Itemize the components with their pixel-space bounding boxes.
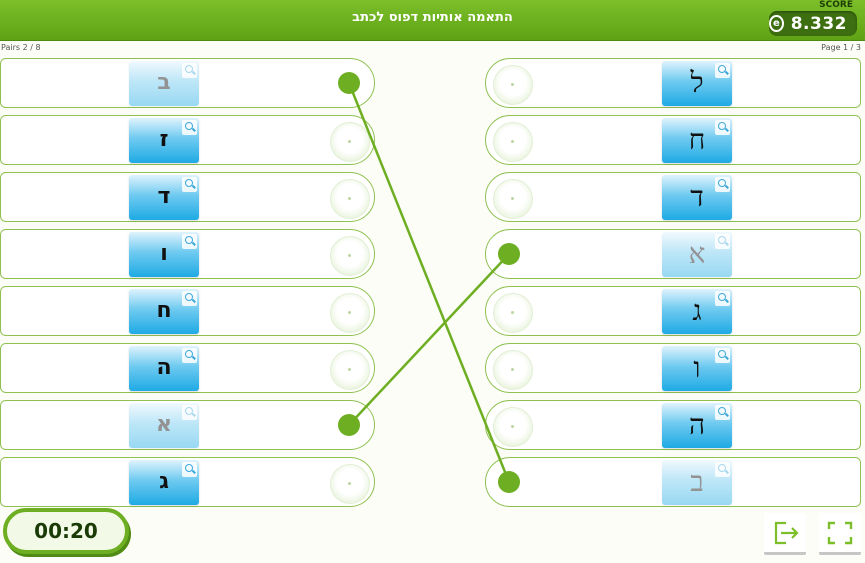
score-label: SCORE	[819, 0, 853, 10]
fullscreen-button[interactable]	[819, 513, 861, 555]
connection-line	[348, 253, 510, 426]
magnify-icon[interactable]	[715, 177, 730, 192]
left-card[interactable]: ו	[0, 229, 375, 279]
letter: ד	[157, 184, 171, 209]
right-card[interactable]: ג	[485, 286, 861, 336]
connector-slot[interactable]	[493, 350, 533, 390]
left-card[interactable]: ד	[0, 172, 375, 222]
letter: ה	[156, 355, 172, 380]
exit-icon	[774, 521, 799, 545]
letter: א	[155, 412, 173, 437]
letter-tile[interactable]: ד	[129, 175, 199, 220]
letter: ח	[688, 123, 706, 156]
score-value: 8.332	[790, 13, 847, 34]
connector-dot	[338, 72, 360, 94]
connector-slot[interactable]	[493, 293, 533, 333]
connector-slot[interactable]	[493, 122, 533, 162]
page-title: התאמה אותיות דפוס לכתב	[352, 10, 513, 25]
page-counter: Page 1 / 3	[821, 43, 861, 52]
letter-tile[interactable]: ה	[662, 403, 732, 448]
connector-slot[interactable]	[330, 464, 370, 504]
letter-tile[interactable]: ג	[129, 460, 199, 505]
connector-slot[interactable]	[330, 122, 370, 162]
right-card[interactable]: ד	[485, 172, 861, 222]
magnify-icon[interactable]	[715, 348, 730, 363]
magnify-icon[interactable]	[182, 348, 197, 363]
letter-tile[interactable]: ד	[662, 175, 732, 220]
letter-tile[interactable]: ב	[662, 460, 732, 505]
letter: ו	[693, 351, 701, 384]
letter-tile[interactable]: ב	[129, 61, 199, 106]
magnify-icon[interactable]	[715, 63, 730, 78]
left-card[interactable]: ז	[0, 115, 375, 165]
letter-tile[interactable]: ל	[662, 61, 732, 106]
magnify-icon[interactable]	[715, 120, 730, 135]
magnify-icon[interactable]	[182, 63, 197, 78]
letter-tile[interactable]: ו	[129, 232, 199, 277]
right-card[interactable]: ח	[485, 115, 861, 165]
coin-icon: e	[769, 15, 784, 32]
right-card[interactable]: ב	[485, 457, 861, 507]
letter-tile[interactable]: ח	[662, 118, 732, 163]
letter-tile[interactable]: ה	[129, 346, 199, 391]
magnify-icon[interactable]	[182, 234, 197, 249]
score-badge: e 8.332	[769, 11, 857, 36]
connector-slot[interactable]	[493, 407, 533, 447]
connector-slot[interactable]	[493, 179, 533, 219]
letter: ב	[690, 465, 704, 498]
left-card[interactable]: א	[0, 400, 375, 450]
letter: ג	[692, 294, 702, 327]
left-card[interactable]: ג	[0, 457, 375, 507]
pairs-counter: Pairs 2 / 8	[1, 43, 41, 52]
magnify-icon[interactable]	[182, 291, 197, 306]
letter: ב	[157, 70, 171, 95]
magnify-icon[interactable]	[715, 234, 730, 249]
magnify-icon[interactable]	[182, 405, 197, 420]
magnify-icon[interactable]	[182, 462, 197, 477]
letter-tile[interactable]: א	[129, 403, 199, 448]
connector-dot	[498, 243, 520, 265]
magnify-icon[interactable]	[715, 291, 730, 306]
right-card[interactable]: ה	[485, 400, 861, 450]
right-card[interactable]: ו	[485, 343, 861, 393]
letter: ל	[690, 66, 704, 99]
right-card[interactable]: ל	[485, 58, 861, 108]
letter: ו	[160, 241, 168, 266]
magnify-icon[interactable]	[182, 120, 197, 135]
connector-slot[interactable]	[330, 236, 370, 276]
letter: ג	[159, 469, 169, 494]
connector-slot[interactable]	[493, 65, 533, 105]
connector-slot[interactable]	[330, 350, 370, 390]
letter-tile[interactable]: ו	[662, 346, 732, 391]
letter-tile[interactable]: ח	[129, 289, 199, 334]
timer: 00:20	[3, 508, 129, 554]
right-card[interactable]: א	[485, 229, 861, 279]
letter: ח	[156, 298, 172, 323]
left-card[interactable]: ב	[0, 58, 375, 108]
exit-button[interactable]	[764, 513, 806, 555]
connector-slot[interactable]	[330, 293, 370, 333]
left-card[interactable]: ה	[0, 343, 375, 393]
connection-line	[347, 82, 511, 483]
connector-dot	[338, 414, 360, 436]
magnify-icon[interactable]	[182, 177, 197, 192]
letter: א	[688, 237, 706, 270]
letter-tile[interactable]: ז	[129, 118, 199, 163]
left-card[interactable]: ח	[0, 286, 375, 336]
magnify-icon[interactable]	[715, 405, 730, 420]
fullscreen-icon	[827, 521, 853, 545]
connector-slot[interactable]	[330, 179, 370, 219]
header-bar: התאמה אותיות דפוס לכתב SCORE e 8.332	[0, 0, 865, 41]
letter: ד	[690, 180, 704, 213]
magnify-icon[interactable]	[715, 462, 730, 477]
connector-dot	[498, 471, 520, 493]
letter-tile[interactable]: ג	[662, 289, 732, 334]
letter: ה	[688, 408, 706, 441]
letter-tile[interactable]: א	[662, 232, 732, 277]
letter: ז	[159, 127, 169, 152]
